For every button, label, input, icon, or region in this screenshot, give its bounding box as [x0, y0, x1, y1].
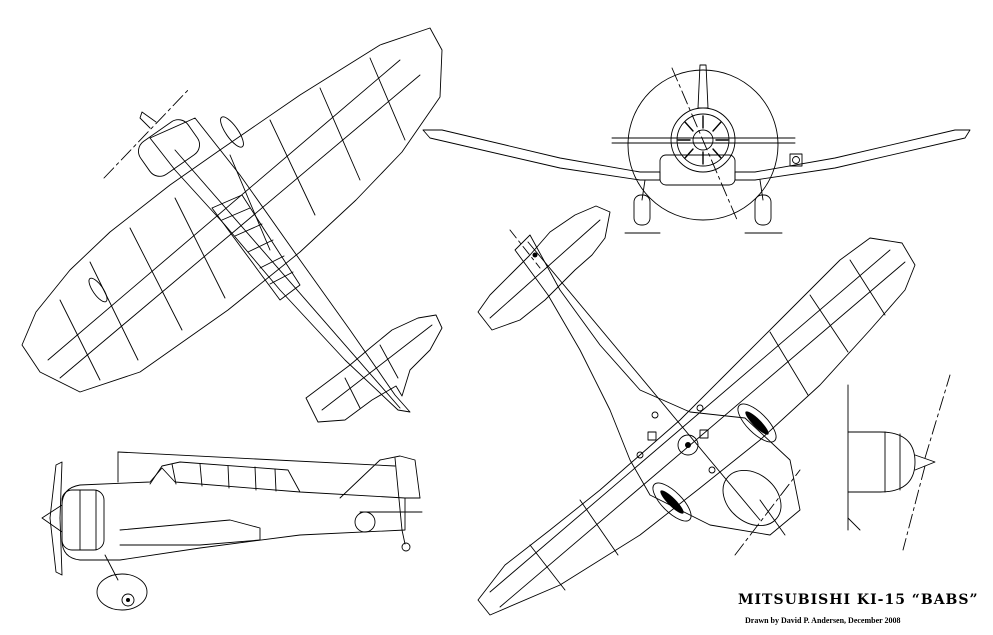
drawing-credit: Drawn by David P. Andersen, December 200…	[745, 616, 901, 625]
bottom-view-tailplane	[477, 205, 611, 331]
side-view-fuselage	[61, 467, 406, 561]
front-view-wing-right	[734, 129, 971, 181]
bottom-view-wing	[477, 237, 916, 616]
top-view	[21, 27, 443, 423]
side-view-wheel-fairing	[96, 573, 148, 611]
bottom-view	[477, 205, 916, 616]
side-view-fragment	[847, 374, 951, 551]
bottom-view-left-gear	[737, 403, 777, 443]
front-view-left-wheel	[633, 194, 651, 226]
side-view-canopy	[149, 461, 301, 493]
front-view-wing	[422, 129, 661, 181]
top-view-canopy	[211, 194, 301, 301]
bottom-view-right-gear	[652, 482, 692, 522]
bottom-view-fuselage	[514, 234, 801, 536]
front-view	[422, 64, 971, 234]
side-view	[41, 451, 423, 611]
propeller-disc	[627, 69, 779, 221]
side-view-fin	[339, 455, 421, 499]
top-view-wing	[21, 27, 443, 393]
front-view-right-wheel	[754, 194, 772, 226]
top-view-tailplane	[305, 314, 443, 423]
drawing-title: MITSUBISHI KI-15 “BABS”	[738, 592, 979, 608]
